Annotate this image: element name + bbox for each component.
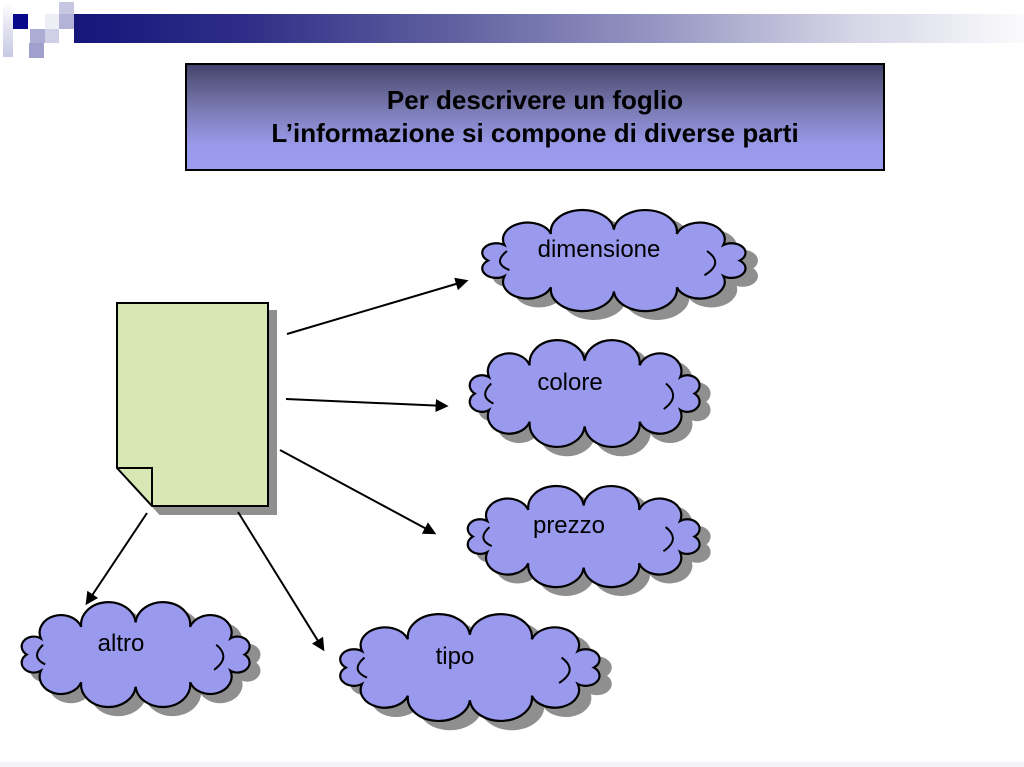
header-gradient-bar	[74, 14, 1024, 43]
paper-sheet	[116, 302, 269, 507]
cloud-colore: colore	[466, 338, 711, 457]
cloud-shape	[480, 208, 759, 321]
decoration-gradient-strip	[3, 3, 13, 57]
decoration-square	[45, 14, 59, 29]
cloud-altro: altro	[18, 600, 261, 717]
cloud-shape	[468, 338, 711, 457]
cloud-shape	[466, 484, 711, 597]
arrow-to-altro	[85, 512, 148, 606]
cloud-body	[468, 338, 701, 449]
connector-arrows	[85, 277, 469, 652]
cloud-body	[20, 600, 251, 709]
cloud-shape	[20, 600, 261, 717]
decoration-square-navy	[13, 14, 28, 29]
cloud-shape	[338, 612, 613, 731]
cloud-body	[466, 484, 701, 589]
title-line-1: Per descrivere un foglio	[386, 85, 684, 115]
decoration-square	[30, 29, 45, 43]
decoration-square	[45, 29, 59, 43]
cloud-dimensione: dimensione	[478, 208, 759, 321]
cloud-tipo: tipo	[336, 612, 613, 731]
title-line-2: L’informazione si compone di diverse par…	[271, 118, 799, 148]
arrow-to-colore	[285, 398, 449, 413]
paper-fold-corner	[117, 467, 153, 506]
arrow-to-prezzo	[279, 449, 437, 535]
decoration-square	[59, 14, 74, 29]
cloud-prezzo: prezzo	[464, 484, 711, 597]
title-box: Per descrivere un foglio L’informazione …	[185, 63, 885, 171]
arrow-to-dimensione	[286, 277, 469, 335]
decoration-square	[29, 43, 44, 58]
paper-shape	[116, 302, 277, 515]
arrow-to-tipo	[237, 511, 325, 652]
bottom-edge-strip	[0, 762, 1024, 767]
decoration-square	[59, 2, 74, 15]
